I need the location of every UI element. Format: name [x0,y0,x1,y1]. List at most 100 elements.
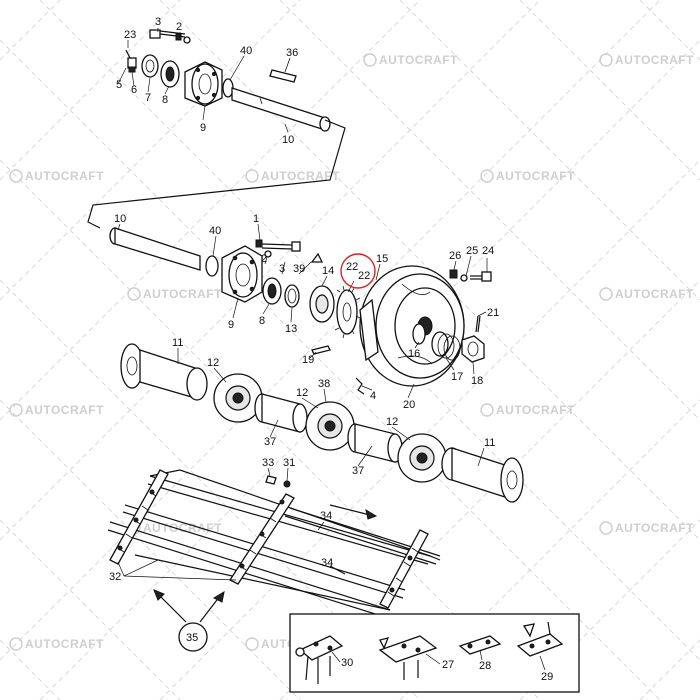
flanged-tube-part [441,447,524,503]
watermark-text: AUTOCRAFT [143,521,222,535]
part-number-label: 12 [386,416,398,428]
watermark: AUTOCRAFT [9,403,104,417]
watermark-text: AUTOCRAFT [25,637,104,651]
inset-box: 30 27 28 29 [289,613,580,693]
part-number-label: 23 [124,29,136,41]
part-number-label: 4 [370,390,376,402]
chain-part [229,493,295,585]
spacer-tube-part [254,393,308,433]
watermark-text: AUTOCRAFT [379,53,458,67]
part-number-label: 40 [209,225,221,237]
watermark: AUTOCRAFT [9,637,104,651]
part-number-label: 25 [466,245,478,257]
part-number-label: 3 [279,263,285,275]
castle-nut-part [461,335,485,363]
shaft-assembly: 11 12 12 38 37 37 12 11 [120,337,524,503]
sprocket-part [334,285,361,339]
shaft-part [109,227,201,271]
part-number-label: 21 [487,307,499,319]
part-number-label: 24 [482,245,494,257]
part-number-label: 12 [296,387,308,399]
part-number-label: 39 [293,263,305,275]
key-part [311,345,331,355]
part-number-label: 36 [286,47,298,59]
bolt-part [261,241,301,252]
attachment-link-part [378,635,438,680]
watermark: AUTOCRAFT [127,287,222,301]
seal-part [205,255,219,277]
pulley-part [359,265,465,387]
part-number-label: 8 [162,94,168,106]
part-number-label: 31 [283,457,295,469]
part-number-label: 22 [346,261,358,273]
watermark-text: AUTOCRAFT [25,169,104,183]
part-number-label: 3 [155,16,161,28]
watermark-text: AUTOCRAFT [25,403,104,417]
nut-part [283,480,291,488]
highlight-circle [340,253,376,289]
part-number-label: 15 [376,253,388,265]
watermark: AUTOCRAFT [480,169,575,183]
part-number-label: 26 [449,250,461,262]
snap-ring-part [284,284,300,308]
part-number-label: 13 [285,323,297,335]
watermark: AUTOCRAFT [599,521,694,535]
part-number-label: 8 [259,315,265,327]
part-number-label: 30 [341,657,353,669]
cotter-pin-part [475,315,481,333]
watermark: AUTOCRAFT [599,53,694,67]
part-number-label: 11 [484,437,495,449]
shaft-part [231,87,331,132]
watermark: AUTOCRAFT [599,287,694,301]
chain-part [109,469,169,565]
part-number-label: 34 [320,510,332,522]
main-assembly: 10 40 1 2 3 9 8 13 39 14 22 22 15 26 25 … [109,213,499,411]
chain-link-part [458,635,502,655]
part-number-label: 1 [253,213,259,225]
key-part [269,69,297,83]
sprocket-part [213,373,263,423]
watermark: AUTOCRAFT [363,53,458,67]
part-number-label: 2 [176,21,182,33]
watermark-text: AUTOCRAFT [615,287,694,301]
part-number-label: 16 [408,348,420,360]
sprocket-part [397,433,447,483]
nut-part [449,269,458,279]
flanged-tube-part [120,343,208,401]
top-assembly: 3 2 23 40 36 5 6 7 8 9 10 [116,16,331,146]
watermark: AUTOCRAFT [9,169,104,183]
hub-part [309,285,335,323]
watermark: AUTOCRAFT [480,403,575,417]
part-number-label: 38 [318,378,330,390]
spring-part [431,331,461,361]
grease-fitting-part [125,49,137,73]
part-number-label: 14 [322,265,334,277]
part-number-label: 11 [172,337,183,349]
nut-part [255,239,263,248]
watermark-text: AUTOCRAFT [496,403,575,417]
attachment-link-part [516,621,564,657]
watermark: AUTOCRAFT [245,169,340,183]
washer-part [264,250,272,258]
part-number-label: 6 [131,84,137,96]
nut-part [175,33,182,41]
part-number-label: 40 [240,45,252,57]
watermark-text: AUTOCRAFT [261,169,340,183]
part-number-label: 34 [321,557,333,569]
part-number-label: 17 [451,371,463,383]
part-number-label: 20 [403,399,415,411]
assembly-ref-circle [178,622,208,652]
part-number-label: 9 [200,122,206,134]
part-number-label: 28 [479,660,491,672]
part-number-label: 33 [262,457,274,469]
part-number-label: 10 [114,213,126,225]
chain-part [379,529,429,609]
part-number-label: 5 [116,79,122,91]
collar-part [141,54,159,78]
part-number-label: 22 [358,270,370,282]
bearing-housing-part [184,61,223,107]
part-number-label: 9 [228,319,234,331]
break-lines [87,119,346,229]
